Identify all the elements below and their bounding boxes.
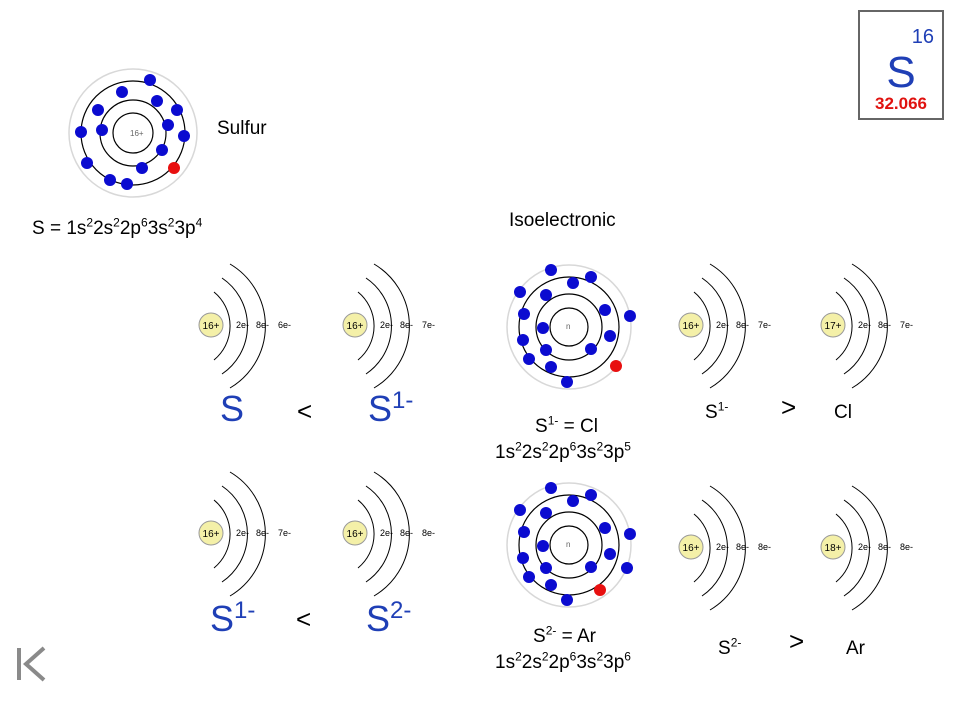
shell-label: 7e- xyxy=(278,528,291,538)
shell-label: 8e- xyxy=(256,320,269,330)
shell-label: 2e- xyxy=(236,320,249,330)
nucleus-label: 16+ xyxy=(203,529,220,540)
nucleus-label: 16+ xyxy=(347,529,364,540)
shell-label: 2e- xyxy=(858,320,871,330)
r1-right-symbol: S1- xyxy=(368,387,414,429)
r2-iso-config: 1s22s22p63s23p6 xyxy=(495,649,631,673)
highlight-electron xyxy=(168,162,180,174)
bohr-r2-d: 18+ 2e- 8e- 8e- xyxy=(820,485,913,611)
shell-label: 8e- xyxy=(736,320,749,330)
element-symbol: S xyxy=(886,48,916,97)
isoelectronic-title: Isoelectronic xyxy=(509,210,616,231)
shell-label: 2e- xyxy=(380,320,393,330)
nucleus-label: 17+ xyxy=(825,321,842,332)
skip-to-start-icon[interactable] xyxy=(14,646,48,682)
bohr-r2-c: 16+ 2e- 8e- 8e- xyxy=(678,485,771,611)
shell-label: 2e- xyxy=(236,528,249,538)
sulfur-atom-diagram: 16+ xyxy=(68,68,198,198)
highlight-electron xyxy=(594,584,606,596)
bohr-r1-a: 16+ 2e- 8e- 6e- xyxy=(198,263,291,389)
r2-left-compare: < xyxy=(296,604,312,634)
shell-label: 8e- xyxy=(878,542,891,552)
atomic-mass: 32.066 xyxy=(875,94,927,113)
shell-label: 8e- xyxy=(758,542,771,552)
element-tile: 16 S 32.066 xyxy=(858,10,944,120)
shell-label: 7e- xyxy=(422,320,435,330)
atom-s2-minus: n xyxy=(506,482,636,608)
shell-label: 8e- xyxy=(900,542,913,552)
r1-left-symbol: S xyxy=(220,388,245,429)
r2-size-left: S2- xyxy=(718,635,742,659)
electron-group xyxy=(75,74,190,190)
shell-label: 2e- xyxy=(716,320,729,330)
shell-label: 2e- xyxy=(716,542,729,552)
nucleus-label: n xyxy=(566,322,570,331)
r2-size-compare: > xyxy=(789,626,805,656)
shell-label: 6e- xyxy=(278,320,291,330)
r2-left-symbol: S1- xyxy=(210,597,256,639)
bohr-r1-c: 16+ 2e- 8e- 7e- xyxy=(678,263,771,389)
shell-label: 8e- xyxy=(400,528,413,538)
nucleus-label: n xyxy=(566,540,570,549)
highlight-electron xyxy=(610,360,622,372)
r2-size-right: Ar xyxy=(846,638,865,659)
nucleus-label: 16+ xyxy=(683,321,700,332)
nucleus-label: 16+ xyxy=(683,543,700,554)
r1-iso-config: 1s22s22p63s23p5 xyxy=(495,439,631,463)
r1-size-left: S1- xyxy=(705,399,729,423)
shell-label: 2e- xyxy=(380,528,393,538)
shell-label: 8e- xyxy=(256,528,269,538)
bohr-r2-b: 16+ 2e- 8e- 8e- xyxy=(342,471,435,597)
bohr-r2-a: 16+ 2e- 8e- 7e- xyxy=(198,471,291,597)
r1-iso-line1: S1- = Cl xyxy=(535,413,598,437)
bohr-r1-d: 17+ 2e- 8e- 7e- xyxy=(820,263,913,389)
nucleus-label: 16+ xyxy=(347,321,364,332)
shell-label: 8e- xyxy=(736,542,749,552)
shell-label: 8e- xyxy=(422,528,435,538)
shell-label: 8e- xyxy=(878,320,891,330)
bohr-r1-b: 16+ 2e- 8e- 7e- xyxy=(342,263,435,389)
atom-s1-minus: n xyxy=(506,264,636,390)
r1-left-compare: < xyxy=(297,396,313,426)
nucleus-label: 16+ xyxy=(203,321,220,332)
sulfur-nucleus-label: 16+ xyxy=(130,129,144,138)
shell-label: 7e- xyxy=(758,320,771,330)
r2-right-symbol: S2- xyxy=(366,597,412,639)
shell-label: 2e- xyxy=(858,542,871,552)
nucleus-label: 18+ xyxy=(825,543,842,554)
sulfur-name: Sulfur xyxy=(217,118,267,139)
atomic-number: 16 xyxy=(911,26,934,48)
shell-label: 7e- xyxy=(900,320,913,330)
shell-label: 8e- xyxy=(400,320,413,330)
r2-iso-line1: S2- = Ar xyxy=(533,623,596,647)
r1-size-right: Cl xyxy=(834,402,852,423)
r1-size-compare: > xyxy=(781,392,797,422)
sulfur-config: S = 1s22s22p63s23p4 xyxy=(32,215,203,239)
